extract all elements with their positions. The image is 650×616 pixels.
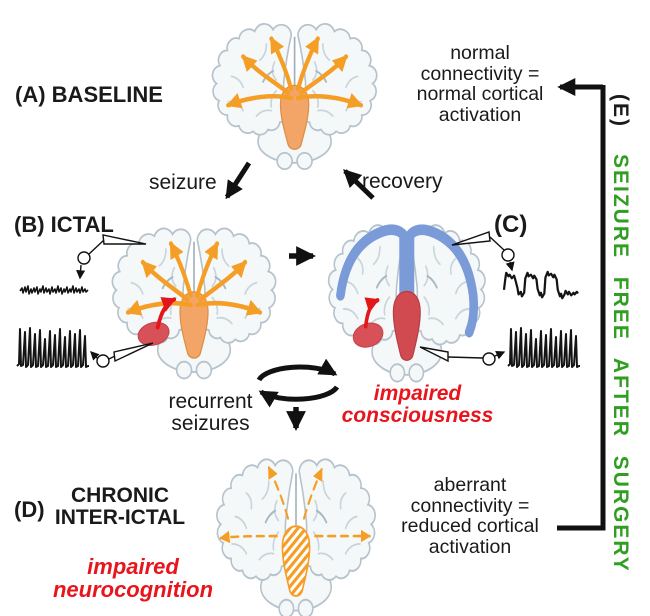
recovery-arrow (343, 169, 375, 200)
focus-to-brainstem-arrow (155, 297, 177, 330)
panel-e-title: SEIZURE FREE AFTER SURGERY (609, 153, 632, 573)
panel-a-label: (A) BASELINE (15, 82, 163, 108)
panel-d-title: CHRONIC INTER-ICTAL (54, 484, 186, 529)
recurrent-seizures-label: recurrent seizures (168, 390, 253, 435)
brain-d-illustration (217, 459, 375, 616)
electrode-icon (76, 234, 147, 280)
panel-b-title: ICTAL (50, 212, 114, 237)
eeg-trace-fast-activity (19, 285, 89, 295)
surgery-bracket-line (557, 85, 606, 531)
reduced-activation-dashed-arrows (219, 465, 372, 544)
electrode-icon (419, 346, 506, 366)
impaired-neurocognition-label: impaired neurocognition (52, 554, 214, 602)
panel-e-letter: (E) (609, 94, 632, 128)
normal-connectivity-note: normal connectivity = normal cortical ac… (416, 42, 544, 126)
panel-c-label: (C) (494, 211, 528, 238)
panel-b-letter: (B) (14, 212, 45, 237)
electrode-icon (90, 342, 154, 368)
panel-a-letter: (A) (15, 82, 46, 107)
cycle-arrow-bottom (258, 385, 340, 408)
panel-e-label: (E) SEIZURE FREE AFTER SURGERY (608, 94, 632, 573)
eeg-trace-spike-train (507, 327, 581, 368)
impaired-consciousness-label: impaired consciousness (341, 382, 494, 427)
eeg-trace-slow-waves (502, 270, 579, 300)
blue-cortical-band (336, 224, 408, 301)
panel-d-letter: (D) (14, 497, 45, 522)
brain-a-illustration (212, 24, 376, 169)
brain-c-illustration (329, 225, 485, 381)
cycle-arrow-top (256, 358, 338, 382)
focus-to-thalamus-arrow (363, 297, 380, 329)
eeg-trace-spike-train (16, 327, 90, 368)
recovery-transition-label: recovery (362, 170, 443, 193)
seizure-transition-label: seizure (149, 171, 217, 194)
electrode-icon (451, 231, 515, 272)
aberrant-connectivity-note: aberrant connectivity = reduced cortical… (401, 474, 539, 558)
seizure-arrow (224, 161, 252, 200)
brain-b-illustration (112, 228, 275, 378)
seizure-focus-region (137, 321, 170, 346)
panel-b-label: (B) ICTAL (14, 212, 114, 238)
panel-a-title: BASELINE (51, 82, 163, 107)
